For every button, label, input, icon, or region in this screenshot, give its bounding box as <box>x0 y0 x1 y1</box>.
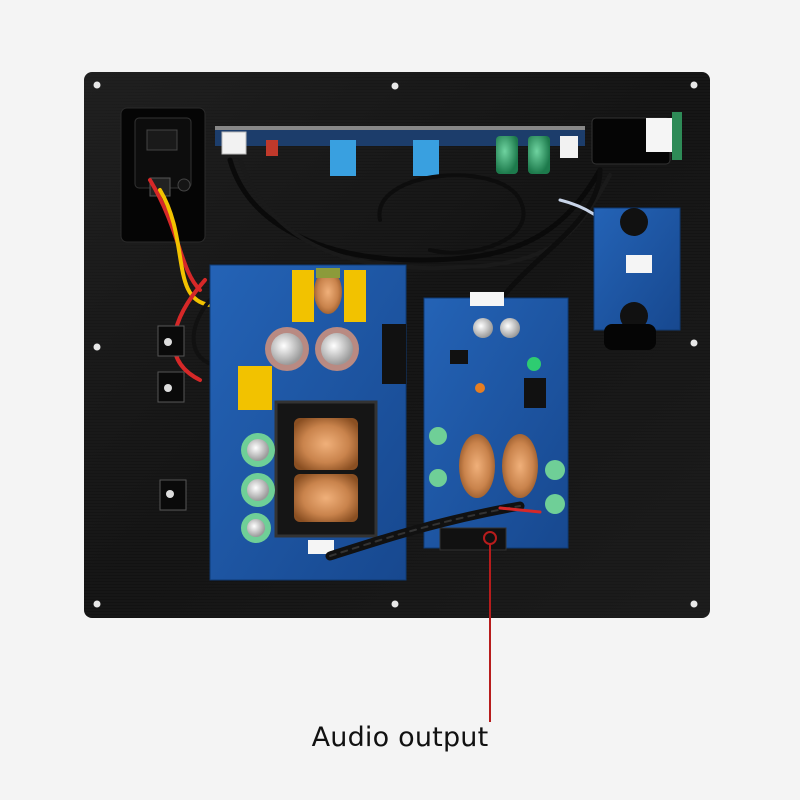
power-inlet-module <box>120 107 206 243</box>
output-cable <box>325 501 542 561</box>
input-pcb <box>593 207 681 350</box>
power-transistors <box>157 325 187 511</box>
audio-output-label: Audio output <box>311 722 489 753</box>
audio-output-pointer <box>483 531 497 722</box>
connector-module <box>591 112 682 165</box>
control-strip-pcb <box>215 126 585 176</box>
wire-harness <box>148 157 627 382</box>
power-supply-pcb <box>209 264 407 581</box>
